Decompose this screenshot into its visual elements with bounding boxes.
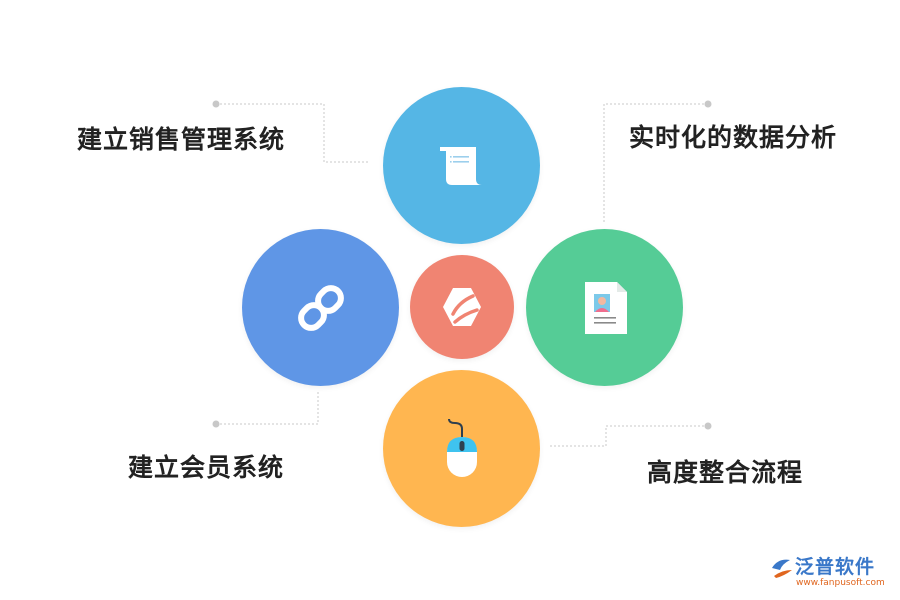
connector-dot (704, 100, 712, 108)
connector-bottom-right (548, 425, 708, 447)
circle-bottom (383, 370, 540, 527)
label-top: 建立销售管理系统 (77, 125, 286, 154)
mouse-icon (446, 418, 477, 477)
connector-dot (212, 100, 220, 108)
profile-document-icon (584, 281, 627, 334)
watermark-logo: 泛普软件 www.fanpusoft.com (768, 552, 892, 594)
connector-top-left (216, 103, 370, 163)
label-left: 建立会员系统 (128, 453, 285, 482)
circle-left (242, 229, 399, 386)
link-icon (297, 284, 344, 331)
circle-top (383, 87, 540, 244)
circle-center (410, 255, 514, 359)
circle-right (526, 229, 683, 386)
logo-url: www.fanpusoft.com (796, 578, 885, 588)
connector-dot (704, 422, 712, 430)
connector-dot (212, 420, 220, 428)
logo-icon (772, 559, 792, 578)
label-right: 实时化的数据分析 (629, 123, 838, 152)
scroll-icon (439, 146, 482, 185)
label-bottom: 高度整合流程 (647, 458, 804, 487)
connector-bottom-left (216, 391, 319, 425)
brand-icon (443, 288, 481, 326)
logo-name: 泛普软件 (795, 556, 876, 578)
connector-top-right (603, 103, 708, 222)
